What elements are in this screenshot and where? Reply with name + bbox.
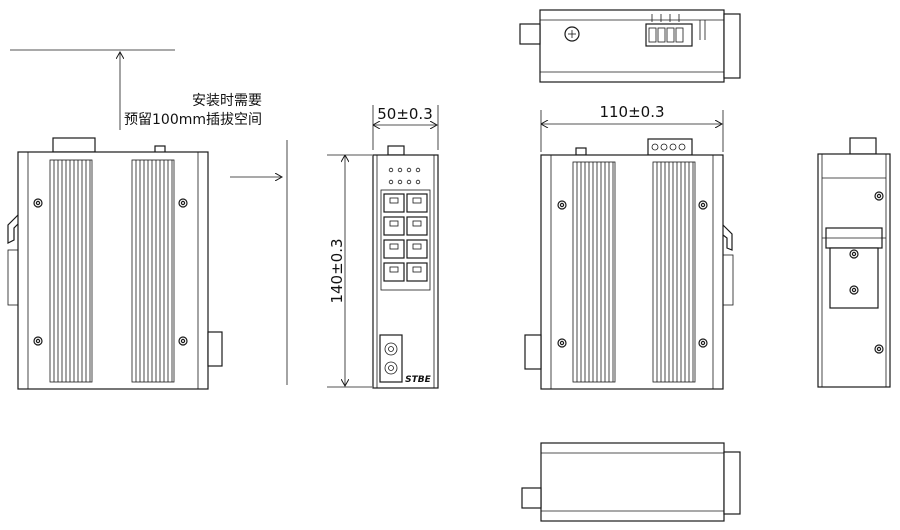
front-view xyxy=(327,105,439,389)
rear-view xyxy=(817,137,891,388)
side-view-depth xyxy=(524,110,734,390)
top-view xyxy=(519,9,741,83)
clearance-note-line1: 安装时需要 xyxy=(192,93,262,109)
width-dimension-label: 50±0.3 xyxy=(377,105,433,123)
clearance-note-line2: 预留100mm插拔空间 xyxy=(124,112,262,128)
depth-dimension-label: 110±0.3 xyxy=(599,103,664,121)
height-dimension-label: 140±0.3 xyxy=(328,238,346,303)
left-side-view xyxy=(7,137,223,390)
clearance-annotation xyxy=(10,49,288,385)
bottom-view xyxy=(521,442,741,522)
brand-logo: STBE xyxy=(405,375,431,385)
